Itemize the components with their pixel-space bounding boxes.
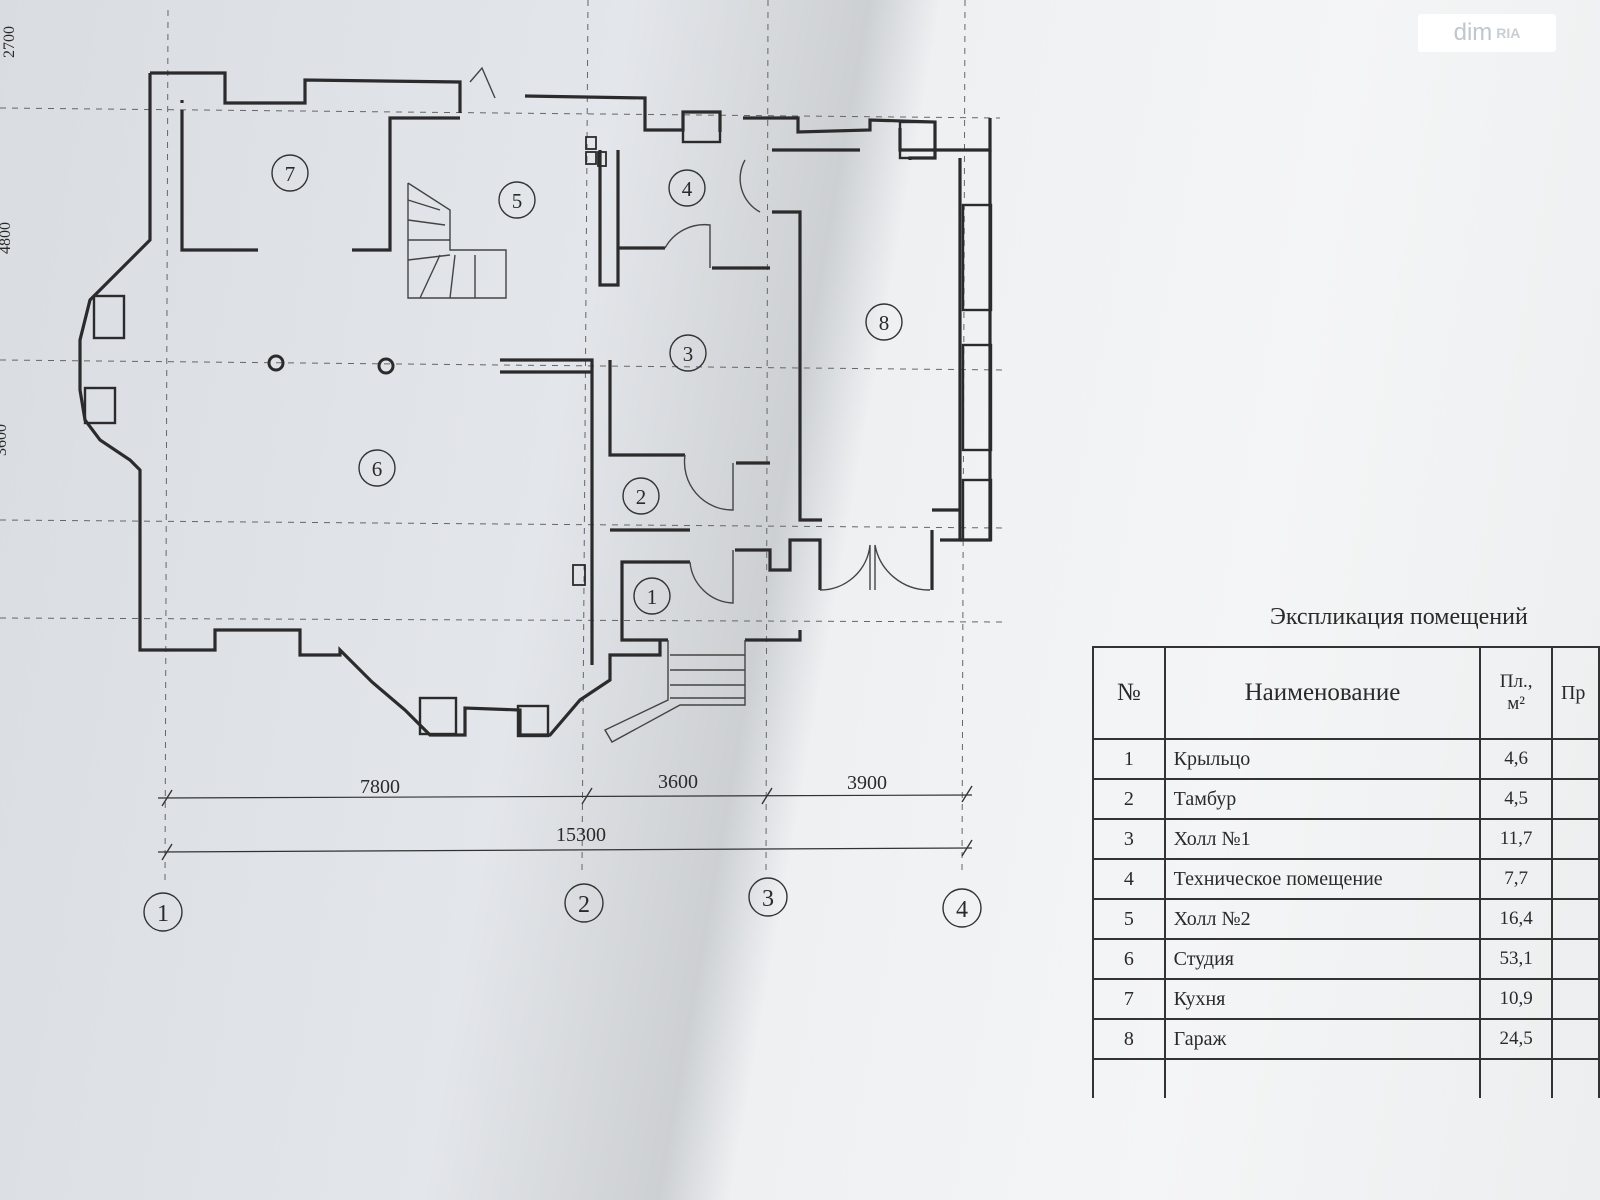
cell-extra — [1550, 1018, 1600, 1060]
header-name: Наименование — [1163, 646, 1482, 740]
cell-extra — [1550, 898, 1600, 940]
room-label-8: 8 — [879, 311, 890, 335]
table-row-empty — [1092, 1058, 1600, 1098]
room-label-4: 4 — [682, 177, 693, 201]
stairs — [407, 182, 746, 743]
table-row: 8 Гараж 24,5 — [1092, 1018, 1600, 1060]
cell-name: Холл №1 — [1163, 818, 1482, 860]
header-area: Пл., м² — [1479, 646, 1553, 740]
axis-markers: 1 2 3 4 — [143, 877, 982, 932]
table-row: 3 Холл №1 11,7 — [1092, 818, 1600, 860]
table-row: 4 Техническое помещение 7,7 — [1092, 858, 1600, 900]
room-label-3: 3 — [683, 342, 694, 366]
dim-3600: 3600 — [658, 771, 698, 793]
cell-extra — [1550, 738, 1600, 780]
cell-area: 24,5 — [1479, 1018, 1553, 1060]
cell-name: Холл №2 — [1163, 898, 1482, 940]
logo-text: dim — [1453, 19, 1493, 46]
dim-left-2700: 2700 — [1, 26, 18, 58]
cell-area — [1479, 1058, 1553, 1098]
header-no: № — [1092, 646, 1166, 740]
cell-name: Крыльцо — [1163, 738, 1482, 780]
logo-sub: RIA — [1496, 25, 1521, 41]
cell-no: 7 — [1092, 978, 1166, 1020]
axis-label-2: 2 — [578, 892, 590, 918]
room-label-1: 1 — [647, 585, 658, 609]
table-row: 6 Студия 53,1 — [1092, 938, 1600, 980]
dim-left-3600: 3600 — [0, 424, 10, 456]
table-row: 5 Холл №2 16,4 — [1092, 898, 1600, 940]
cell-no: 4 — [1092, 858, 1166, 900]
windows — [83, 110, 993, 738]
room-label-2: 2 — [636, 485, 647, 509]
cell-area: 10,9 — [1479, 978, 1553, 1020]
cell-name: Техническое помещение — [1163, 858, 1482, 900]
cell-extra — [1550, 778, 1600, 820]
dim-3900: 3900 — [847, 772, 887, 794]
cell-name — [1163, 1058, 1482, 1098]
dimension-lines: 7800 3600 3900 15300 2700 4800 3600 — [0, 26, 973, 861]
cell-no — [1092, 1058, 1166, 1098]
cell-name: Тамбур — [1163, 778, 1482, 820]
cell-no: 6 — [1092, 938, 1166, 980]
table-row: 2 Тамбур 4,5 — [1092, 778, 1600, 820]
cell-area: 4,5 — [1479, 778, 1553, 820]
explication-table-wrap: № Наименование Пл., м² Пр 1 Крыльцо 4,6 … — [1092, 646, 1600, 1098]
cell-no: 8 — [1092, 1018, 1166, 1060]
cell-no: 2 — [1092, 778, 1166, 820]
cell-extra — [1550, 938, 1600, 980]
dim-left-4800: 4800 — [0, 222, 14, 254]
cell-no: 3 — [1092, 818, 1166, 860]
doors — [469, 66, 931, 604]
table-row: 7 Кухня 10,9 — [1092, 978, 1600, 1020]
cell-area: 7,7 — [1479, 858, 1553, 900]
cell-extra — [1550, 978, 1600, 1020]
walls — [78, 71, 992, 737]
cell-name: Студия — [1163, 938, 1482, 980]
cell-extra — [1550, 818, 1600, 860]
axis-label-3: 3 — [762, 886, 774, 912]
room-label-6: 6 — [372, 457, 383, 481]
dim-7800: 7800 — [360, 776, 400, 798]
cell-name: Гараж — [1163, 1018, 1482, 1060]
explication-table: № Наименование Пл., м² Пр 1 Крыльцо 4,6 … — [1092, 646, 1600, 1098]
cell-extra — [1550, 858, 1600, 900]
fixtures — [267, 136, 607, 586]
room-label-5: 5 — [512, 189, 523, 213]
header-extra: Пр — [1550, 646, 1600, 740]
cell-no: 1 — [1092, 738, 1166, 780]
table-header-row: № Наименование Пл., м² Пр — [1092, 646, 1600, 740]
cell-area: 4,6 — [1479, 738, 1553, 780]
dim-total: 15300 — [556, 824, 606, 846]
table-row: 1 Крыльцо 4,6 — [1092, 738, 1600, 780]
cell-no: 5 — [1092, 898, 1166, 940]
room-label-7: 7 — [285, 162, 296, 186]
dim-ria-logo: dim RIA — [1418, 14, 1556, 52]
axis-label-4: 4 — [956, 897, 968, 923]
cell-area: 16,4 — [1479, 898, 1553, 940]
axis-label-1: 1 — [157, 901, 169, 927]
cell-extra — [1550, 1058, 1600, 1098]
explication-title: Экспликация помещений — [1270, 604, 1528, 630]
room-markers: 1 2 3 4 5 6 7 8 — [271, 154, 903, 615]
cell-area: 11,7 — [1479, 818, 1553, 860]
cell-area: 53,1 — [1479, 938, 1553, 980]
cell-name: Кухня — [1163, 978, 1482, 1020]
